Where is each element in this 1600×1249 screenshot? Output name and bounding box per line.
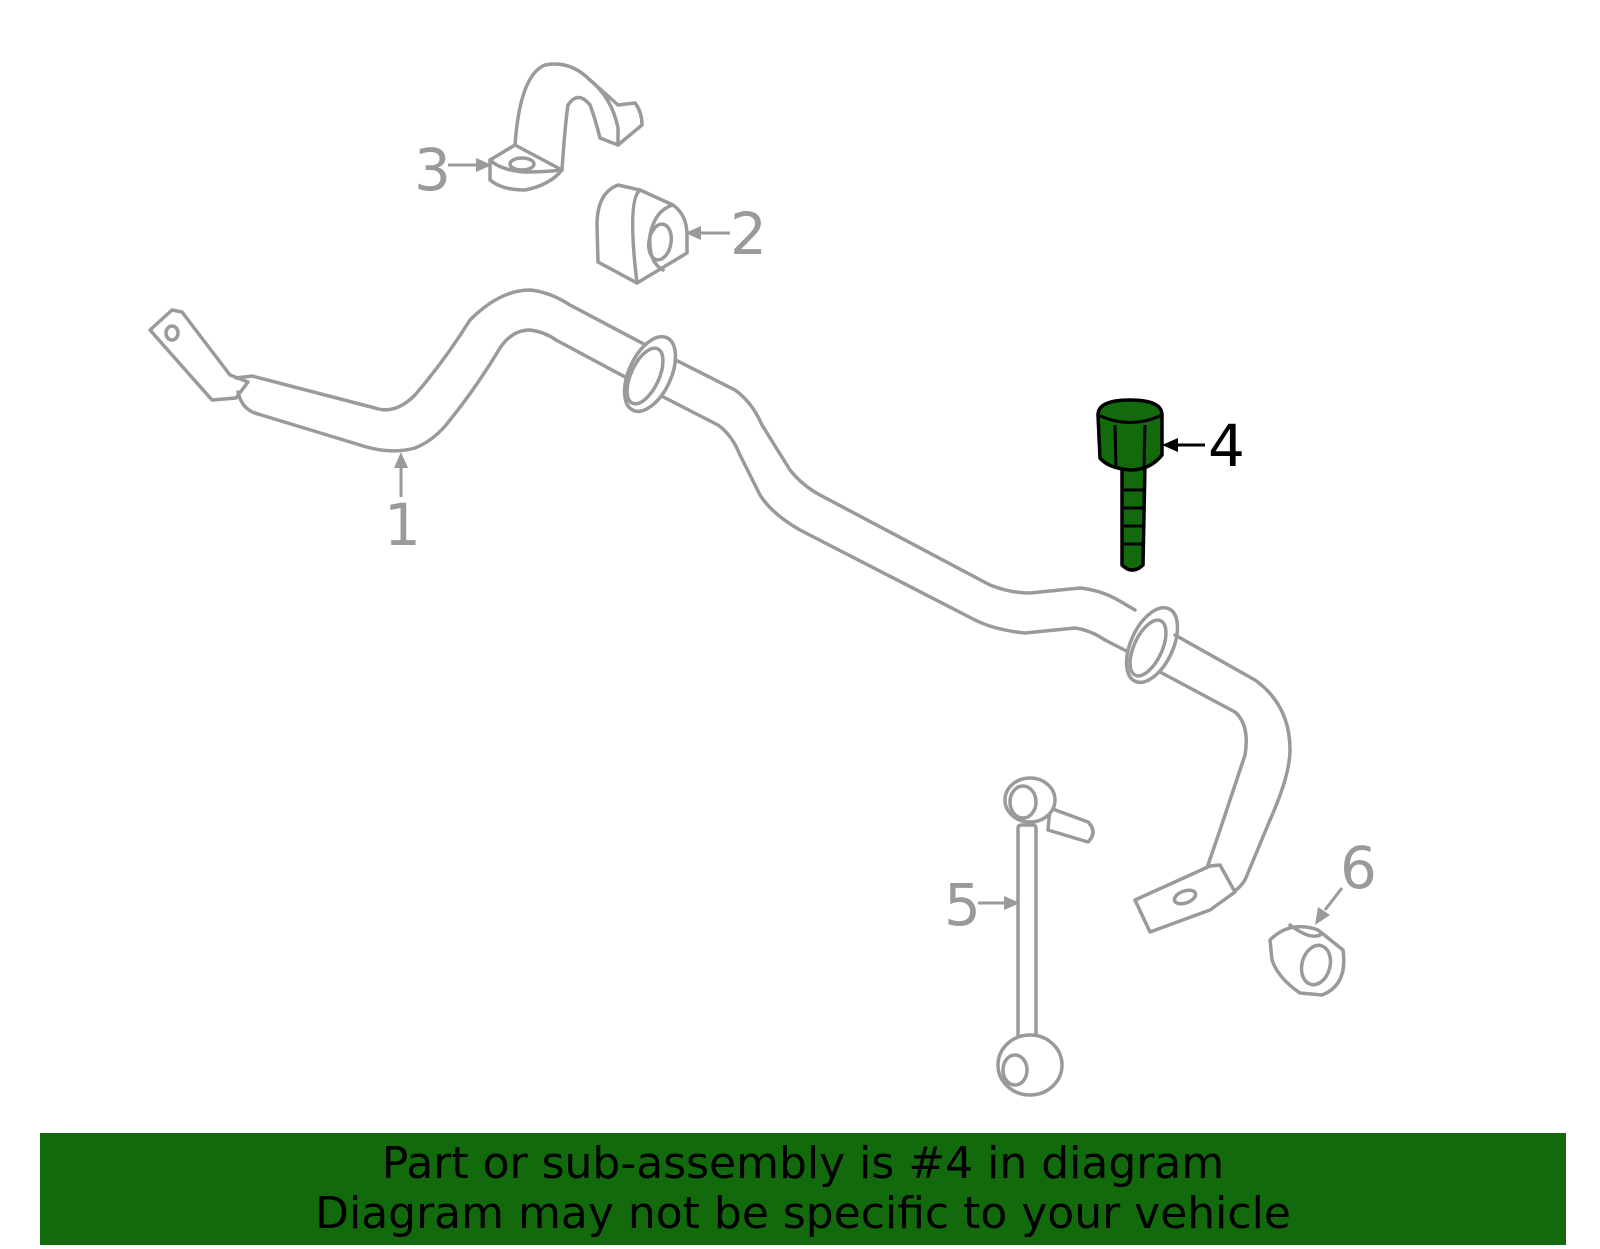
part-2-bushing[interactable] bbox=[595, 183, 689, 285]
part-3-bracket[interactable] bbox=[488, 62, 644, 192]
callout-5: 5 bbox=[944, 871, 1020, 939]
part-4-bolt[interactable] bbox=[1096, 398, 1164, 572]
banner-line-2: Diagram may not be specific to your vehi… bbox=[315, 1188, 1291, 1239]
callout-2: 2 bbox=[685, 200, 767, 268]
callout-3: 3 bbox=[414, 136, 492, 204]
part-1-stabilizer-bar[interactable] bbox=[148, 288, 1292, 934]
callout-1-label: 1 bbox=[384, 491, 421, 559]
callout-6: 6 bbox=[1315, 834, 1377, 925]
part-5-link[interactable] bbox=[996, 776, 1095, 1097]
callout-5-label: 5 bbox=[944, 871, 981, 939]
banner-background bbox=[40, 1133, 1566, 1245]
banner-line-1: Part or sub-assembly is #4 in diagram bbox=[381, 1138, 1225, 1189]
callout-4-label: 4 bbox=[1208, 412, 1245, 480]
callout-4: 4 bbox=[1162, 412, 1245, 480]
info-banner: Part or sub-assembly is #4 in diagram Di… bbox=[40, 1133, 1566, 1245]
callout-3-label: 3 bbox=[414, 136, 451, 204]
callout-2-label: 2 bbox=[730, 200, 767, 268]
part-6-nut[interactable] bbox=[1268, 923, 1346, 997]
callout-6-label: 6 bbox=[1340, 834, 1377, 902]
callout-1: 1 bbox=[384, 452, 421, 559]
